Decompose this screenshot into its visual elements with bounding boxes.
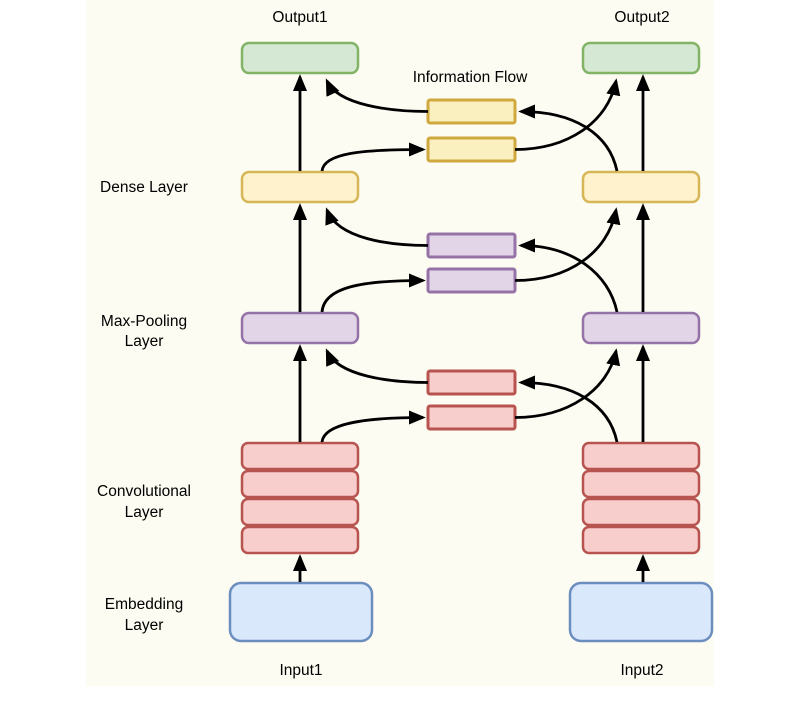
tower1-maxpool-node [240,311,360,345]
input1-label: Input1 [279,662,322,679]
input2-label: Input2 [620,662,663,679]
arrow-conv1-to-inforedbottom [320,410,426,443]
arrow-infoyellowtop-to-output1 [325,78,429,113]
arrow-infoyellowbottom-to-output2 [514,78,621,151]
tower2-embedding-node [568,581,714,643]
tower2-conv-node-1 [581,441,701,471]
tower2-output-node [581,41,701,75]
tower1-conv-node-2 [240,469,360,499]
arrow-inforedtop-to-pool1 [325,348,429,384]
tower1-output-node [240,41,360,75]
info-flow-purple-top-node [426,232,517,259]
info-flow-red-bottom-node [426,404,517,431]
info-flow-red-arrows [320,348,621,443]
arrow-pool1-to-infopurplebottom [320,273,426,313]
info-flow-purple-arrows [320,207,621,313]
embedding-label-line1: Embedding [105,596,183,613]
info-flow-purple-bottom-node [426,267,517,294]
arrow-inforedbottom-to-pool2 [514,348,621,419]
output1-label: Output1 [272,9,327,26]
embedding-label-line2: Layer [125,617,164,634]
tower1-conv-node-4 [240,525,360,555]
arrow-infopurpletop-to-dense1 [325,207,429,247]
arrow-infopurplebottom-to-dense2 [514,207,621,282]
dense-layer-label: Dense Layer [100,179,188,196]
tower1-dense-node [240,170,360,204]
arrow-dense1-to-infoyellowbottom [320,142,426,172]
tower2-conv-node-4 [581,525,701,555]
max-pooling-label-line2: Layer [125,333,164,350]
max-pooling-label-line1: Max-Pooling [101,313,187,330]
info-flow-red-top-node [426,369,517,396]
tower2-dense-node [581,170,701,204]
tower2-maxpool-node [581,311,701,345]
convolutional-label-line2: Layer [125,504,164,521]
info-flow-yellow-arrows [320,78,621,172]
convolutional-label-line1: Convolutional [97,483,191,500]
tower1-embedding-node [228,581,374,643]
info-flow-yellow-bottom-node [426,136,517,163]
tower1-conv-node-3 [240,497,360,527]
info-flow-yellow-top-node [426,98,517,125]
tower2-conv-node-2 [581,469,701,499]
tower2-conv-node-3 [581,497,701,527]
arrow-pool2-to-infopurpletop [518,238,619,313]
output2-label: Output2 [614,9,669,26]
information-flow-label: Information Flow [413,69,528,86]
tower1-conv-node-1 [240,441,360,471]
